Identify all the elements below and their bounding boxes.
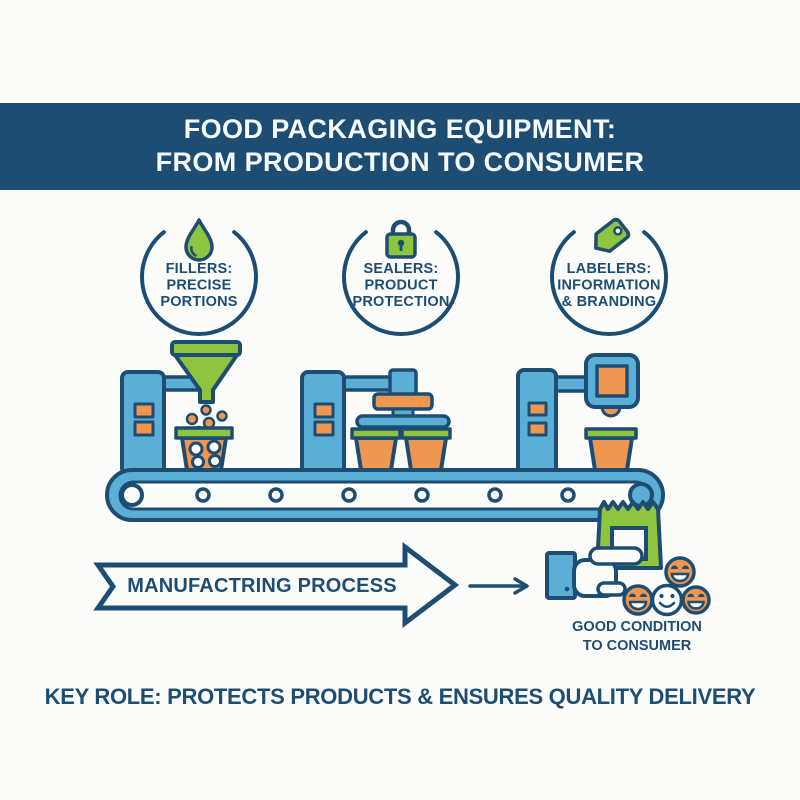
stage-sealers-label-3: PROTECTION: [352, 294, 449, 310]
stage-circle-outline: [550, 230, 668, 336]
stage-labelers-label-3: & BRANDING: [562, 294, 657, 310]
title-banner: FOOD PACKAGING EQUIPMENT: FROM PRODUCTIO…: [0, 103, 800, 190]
conveyor-belt: [105, 468, 665, 522]
filler-button: [133, 402, 155, 419]
label-square: [595, 364, 629, 398]
key-role-text: KEY ROLE: PROTECTS PRODUCTS & ENSURES QU…: [45, 684, 756, 709]
sealer-machine: [300, 368, 452, 476]
sealer-button: [313, 402, 335, 419]
padlock-icon: [385, 219, 417, 259]
hand-finger: [588, 546, 644, 566]
smiley-faces: [622, 556, 711, 617]
stage-sealers: SEALERS: PRODUCT PROTECTION: [342, 219, 460, 336]
labeler-head: [584, 353, 640, 418]
tag-icon: [594, 217, 631, 253]
smiley-white: [650, 583, 684, 617]
sealed-cup: [350, 427, 402, 472]
sealer-button: [313, 420, 335, 437]
consumer-caption-line2: TO CONSUMER: [583, 638, 692, 654]
stage-sealers-label-2: PRODUCT: [364, 278, 437, 294]
sealer-press: [355, 368, 451, 429]
belt-rollers: [120, 482, 654, 508]
process-arrow-label: MANUFACTRING PROCESS: [127, 575, 397, 597]
labeler-machine: [516, 353, 640, 476]
product-cup-filling: [174, 426, 234, 472]
sealed-cup: [400, 427, 452, 472]
stage-circle-outline: [342, 230, 460, 336]
stage-sealers-label-1: SEALERS:: [364, 261, 439, 277]
consumer-hand: [545, 546, 644, 600]
labeled-cup: [584, 427, 638, 472]
stage-labelers: LABELERS: INFORMATION & BRANDING: [550, 217, 668, 336]
labeler-button: [527, 421, 548, 437]
stage-fillers-label-1: FILLERS:: [166, 261, 233, 277]
consumer-caption-line1: GOOD CONDITION: [572, 619, 702, 635]
stage-labelers-label-1: LABELERS:: [567, 261, 652, 277]
stage-fillers-label-3: PORTIONS: [160, 294, 237, 310]
small-arrow-icon: [468, 577, 529, 595]
process-arrow: MANUFACTRING PROCESS: [93, 541, 460, 629]
funnel-icon: [170, 340, 242, 404]
stage-fillers-label-2: PRECISE: [166, 278, 231, 294]
stage-fillers: FILLERS: PRECISE PORTIONS: [140, 218, 258, 336]
labeler-button: [527, 401, 548, 417]
hand-sleeve: [545, 551, 577, 600]
stage-circle-outline: [140, 230, 258, 336]
page-title-line2: FROM PRODUCTION TO CONSUMER: [155, 147, 645, 177]
page-title-line1: FOOD PACKAGING EQUIPMENT:: [183, 114, 617, 145]
smiley-orange-right: [681, 585, 711, 615]
smiley-orange-left: [622, 584, 654, 616]
filler-machine: [120, 340, 242, 476]
hand-thumb: [596, 581, 627, 597]
smiley-orange-top: [664, 556, 696, 588]
droplet-icon: [184, 218, 214, 262]
filler-button: [133, 420, 155, 437]
stage-labelers-label-2: INFORMATION: [557, 278, 660, 294]
